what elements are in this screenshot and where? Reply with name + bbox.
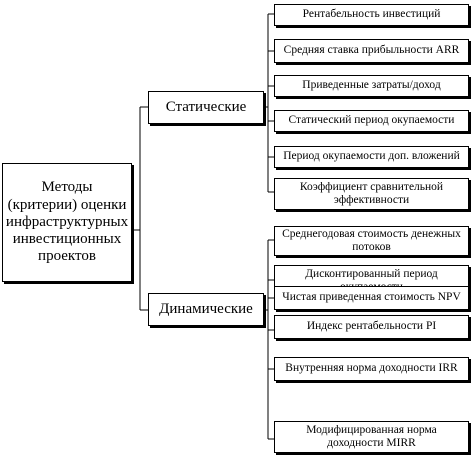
dynamic-item-3: Чистая приведенная стоимость NPV xyxy=(274,286,469,310)
category-static: Статические xyxy=(148,91,264,124)
static-item-1: Рентабельность инвестиций xyxy=(274,4,469,26)
category-dynamic: Динамические xyxy=(148,293,264,326)
dynamic-item-1: Среднегодовая стоимость денежных потоков xyxy=(274,226,469,256)
static-item-2: Средняя ставка прибыльности ARR xyxy=(274,39,469,63)
static-item-3: Приведенные затраты/доход xyxy=(274,75,469,97)
static-item-6: Коэффициент сравнительной эффективности xyxy=(274,178,469,210)
static-item-5: Период окупаемости доп. вложений xyxy=(274,146,469,168)
dynamic-item-5: Внутренняя норма доходности IRR xyxy=(274,357,469,381)
root-node: Методы (критерии) оценки инфраструктурны… xyxy=(2,163,132,282)
static-item-4: Статический период окупаемости xyxy=(274,110,469,132)
dynamic-item-4: Индекс рентабельности PI xyxy=(274,315,469,339)
dynamic-item-6: Модифицированная норма доходности MIRR xyxy=(274,421,469,453)
